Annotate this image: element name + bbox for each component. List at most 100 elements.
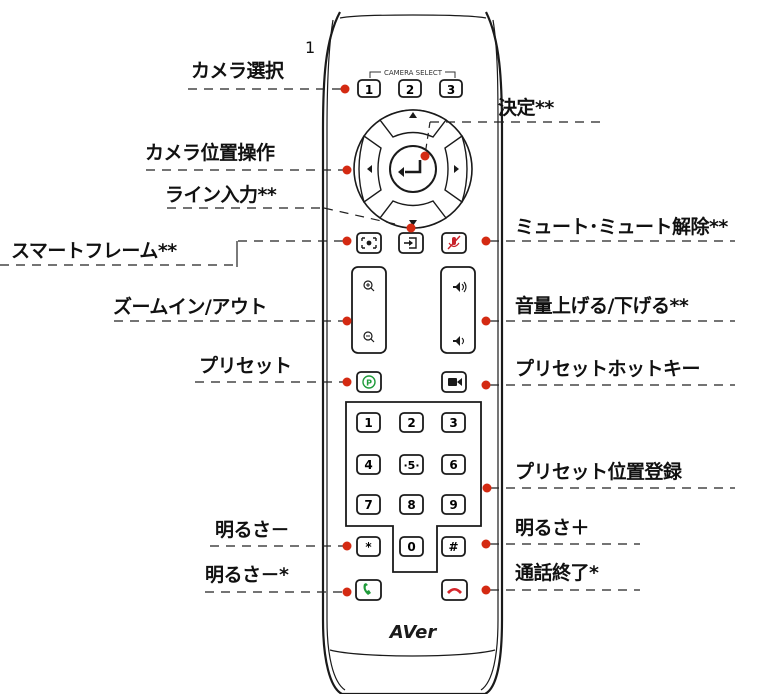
- key-9-button[interactable]: 9: [441, 494, 466, 515]
- label-preset: プリセット: [199, 355, 292, 377]
- key-2-button[interactable]: 2: [399, 412, 424, 433]
- label-preset-hotkey: プリセットホットキー: [515, 358, 701, 380]
- microphone-muted-icon: [447, 235, 461, 250]
- dpad-right-button[interactable]: [444, 134, 468, 204]
- camera-select-bracket: CAMERA SELECT: [369, 69, 456, 78]
- label-camera-select: カメラ選択: [191, 60, 284, 82]
- preset-icon: P: [362, 375, 376, 389]
- camera-2-button[interactable]: 2: [398, 79, 422, 98]
- camera-1-button[interactable]: 1: [357, 79, 381, 98]
- key-hash-button[interactable]: #: [441, 536, 466, 557]
- keypad: 1 2 3 4 ·5· 6 7 8: [356, 412, 466, 557]
- key-0-button[interactable]: 0: [399, 536, 424, 557]
- marker-camera-select: [340, 84, 350, 94]
- key-7-button[interactable]: 7: [356, 494, 381, 515]
- brand-logo: AVer: [388, 622, 438, 643]
- marker-volume: [481, 316, 491, 326]
- svg-text:1: 1: [364, 416, 372, 430]
- zoom-out-icon: [363, 331, 375, 343]
- camera-select-buttons: 1 2 3: [357, 79, 463, 98]
- camera-3-button[interactable]: 3: [439, 79, 463, 98]
- label-smart-frame: スマートフレーム**: [11, 240, 177, 262]
- smart-frame-icon: [361, 237, 377, 249]
- svg-text:7: 7: [364, 498, 372, 512]
- line-in-button[interactable]: [398, 232, 424, 254]
- volume-rocker[interactable]: [440, 266, 476, 354]
- callout-markers: [340, 84, 492, 597]
- label-confirm: 決定**: [498, 97, 554, 119]
- key-3-button[interactable]: 3: [441, 412, 466, 433]
- marker-preset-hotkey: [481, 380, 491, 390]
- speaker-down-icon: [453, 336, 465, 346]
- label-line-in: ライン入力**: [165, 184, 277, 206]
- label-camera-select-note: 1: [305, 38, 316, 57]
- marker-brightness-down: [342, 541, 352, 551]
- hang-up-button[interactable]: [441, 579, 468, 601]
- label-brightness-down-2: 明るさ－*: [205, 564, 289, 586]
- phone-hangup-icon: [447, 588, 462, 594]
- dpad-left-button[interactable]: [358, 134, 382, 204]
- marker-preset: [342, 377, 352, 387]
- label-preset-register: プリセット位置登録: [515, 461, 682, 483]
- svg-text:3: 3: [447, 83, 455, 97]
- enter-button[interactable]: [389, 145, 437, 193]
- svg-text:3: 3: [449, 416, 457, 430]
- enter-arrow-icon: [398, 160, 422, 177]
- key-star-button[interactable]: *: [356, 536, 381, 557]
- confirm-leader-down: [424, 121, 431, 156]
- camera-select-text: CAMERA SELECT: [384, 69, 443, 77]
- dpad-down-button[interactable]: [378, 200, 448, 229]
- marker-line-in: [406, 223, 416, 233]
- label-call-end: 通話終了*: [515, 562, 599, 584]
- marker-brightness-down-2: [342, 587, 352, 597]
- marker-preset-register: [482, 483, 492, 493]
- key-6-button[interactable]: 6: [441, 454, 466, 475]
- marker-smart-frame: [342, 236, 352, 246]
- video-camera-icon: [448, 378, 462, 386]
- direction-pad: [353, 109, 473, 229]
- label-volume: 音量上げる/下げる**: [515, 295, 689, 317]
- smart-frame-button[interactable]: [356, 232, 382, 254]
- preset-hotkey-button[interactable]: [441, 371, 467, 393]
- input-source-icon: [404, 237, 417, 249]
- mute-button[interactable]: [441, 232, 467, 254]
- svg-text:6: 6: [449, 458, 457, 472]
- speaker-up-icon: [453, 281, 467, 293]
- label-brightness-up: 明るさ＋: [515, 517, 590, 539]
- marker-zoom: [342, 316, 352, 326]
- label-zoom: ズームイン/アウト: [113, 296, 267, 318]
- marker-camera-position: [342, 165, 352, 175]
- svg-text:·5·: ·5·: [403, 459, 419, 472]
- key-4-button[interactable]: 4: [356, 454, 381, 475]
- dpad-up-button[interactable]: [378, 109, 448, 138]
- marker-confirm: [420, 151, 430, 161]
- svg-text:P: P: [366, 379, 372, 388]
- key-1-button[interactable]: 1: [356, 412, 381, 433]
- svg-text:9: 9: [449, 498, 457, 512]
- label-camera-position: カメラ位置操作: [145, 142, 275, 164]
- marker-mute: [481, 236, 491, 246]
- svg-text:1: 1: [365, 83, 373, 97]
- keypad-outline: [345, 401, 482, 573]
- call-button[interactable]: [355, 579, 382, 601]
- key-8-button[interactable]: 8: [399, 494, 424, 515]
- marker-brightness-up: [481, 539, 491, 549]
- svg-text:*: *: [365, 540, 372, 554]
- label-brightness-down: 明るさ－: [215, 519, 290, 541]
- label-mute: ミュート･ミュート解除**: [515, 216, 728, 238]
- svg-text:8: 8: [407, 498, 415, 512]
- leader-lines: [0, 88, 735, 593]
- svg-text:0: 0: [407, 540, 415, 554]
- svg-text:4: 4: [364, 458, 372, 472]
- svg-text:2: 2: [407, 416, 415, 430]
- key-5-button[interactable]: ·5·: [399, 454, 424, 475]
- zoom-in-icon: [363, 280, 375, 292]
- marker-call-end: [481, 585, 491, 595]
- zoom-rocker[interactable]: [351, 266, 387, 354]
- svg-text:#: #: [448, 540, 458, 554]
- svg-text:2: 2: [406, 83, 414, 97]
- preset-button[interactable]: P: [356, 371, 382, 393]
- phone-call-icon: [363, 583, 371, 595]
